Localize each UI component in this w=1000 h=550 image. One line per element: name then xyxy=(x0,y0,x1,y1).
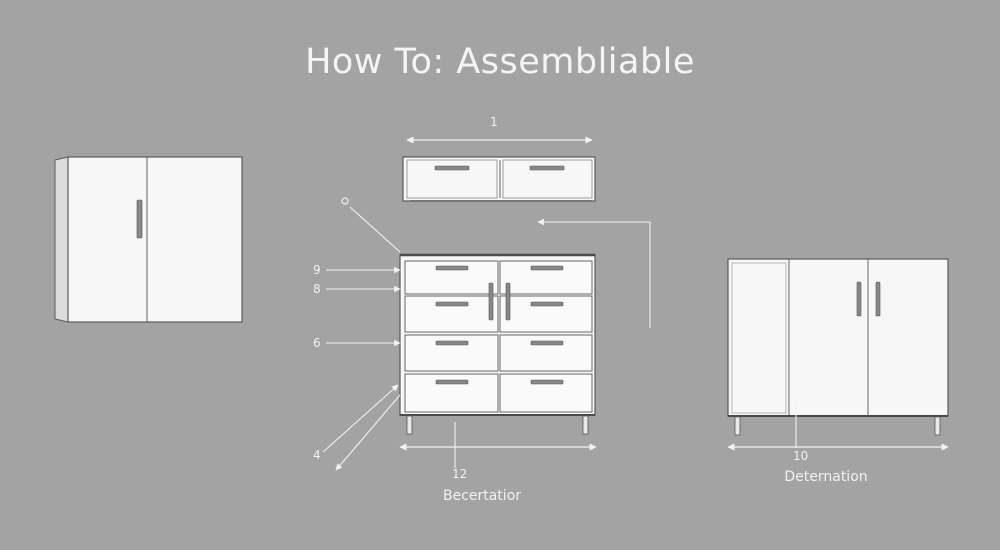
connector-arrow xyxy=(537,218,651,328)
caption-center: Becertatior xyxy=(443,488,521,504)
cabinet-handle-icon xyxy=(136,199,143,239)
top-dimension-label: 1 xyxy=(490,115,498,129)
callout-d-label: 4 xyxy=(313,448,321,462)
page-title: How To: Assembliable xyxy=(305,42,695,82)
central-dresser xyxy=(399,253,596,435)
caption-right: Deternation xyxy=(784,469,867,485)
right-sideboard xyxy=(727,258,949,436)
bottom-number-right: 10 xyxy=(793,449,808,463)
callout-c-label: 6 xyxy=(313,336,321,350)
wall-cabinet xyxy=(54,156,243,323)
top-drawer-unit xyxy=(402,156,596,202)
diagonal-leader xyxy=(349,206,401,253)
circle-marker-icon xyxy=(341,197,349,205)
bottom-number-center: 12 xyxy=(452,467,467,481)
callout-a-label: 9 xyxy=(313,263,321,277)
callout-b-label: 8 xyxy=(313,282,321,296)
